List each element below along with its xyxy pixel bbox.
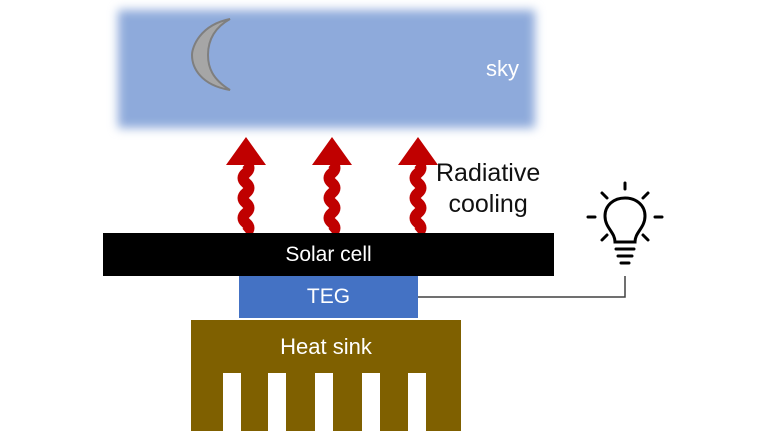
light-bulb-icon <box>586 181 664 265</box>
heat-sink-slot <box>408 373 426 433</box>
teg-label: TEG <box>306 285 351 308</box>
sky-region <box>118 10 535 128</box>
heat-sink: Heat sink <box>191 320 461 433</box>
heat-sink-slot <box>223 373 241 433</box>
radiative-label-line1: Radiative <box>436 159 541 187</box>
teg-layer: TEG <box>239 276 418 318</box>
moon-icon <box>190 18 231 91</box>
arrow-head <box>398 137 438 165</box>
arrow-head <box>226 137 266 165</box>
wavy-arrow-stem <box>409 158 427 238</box>
radiative-cooling-label: Radiative cooling <box>436 158 540 220</box>
arrow-head <box>312 137 352 165</box>
solar-cell-layer: Solar cell <box>103 233 554 276</box>
solar-cell-label: Solar cell <box>285 242 372 266</box>
sky-label: sky <box>486 56 519 81</box>
heat-sink-slot <box>362 373 380 433</box>
heat-sink-slot <box>268 373 286 433</box>
heat-sink-label: Heat sink <box>280 334 372 359</box>
wavy-arrow-stem <box>237 158 255 238</box>
radiative-label-line2: cooling <box>448 190 528 218</box>
heat-sink-slot <box>315 373 333 433</box>
wavy-arrow-stem <box>323 158 341 238</box>
